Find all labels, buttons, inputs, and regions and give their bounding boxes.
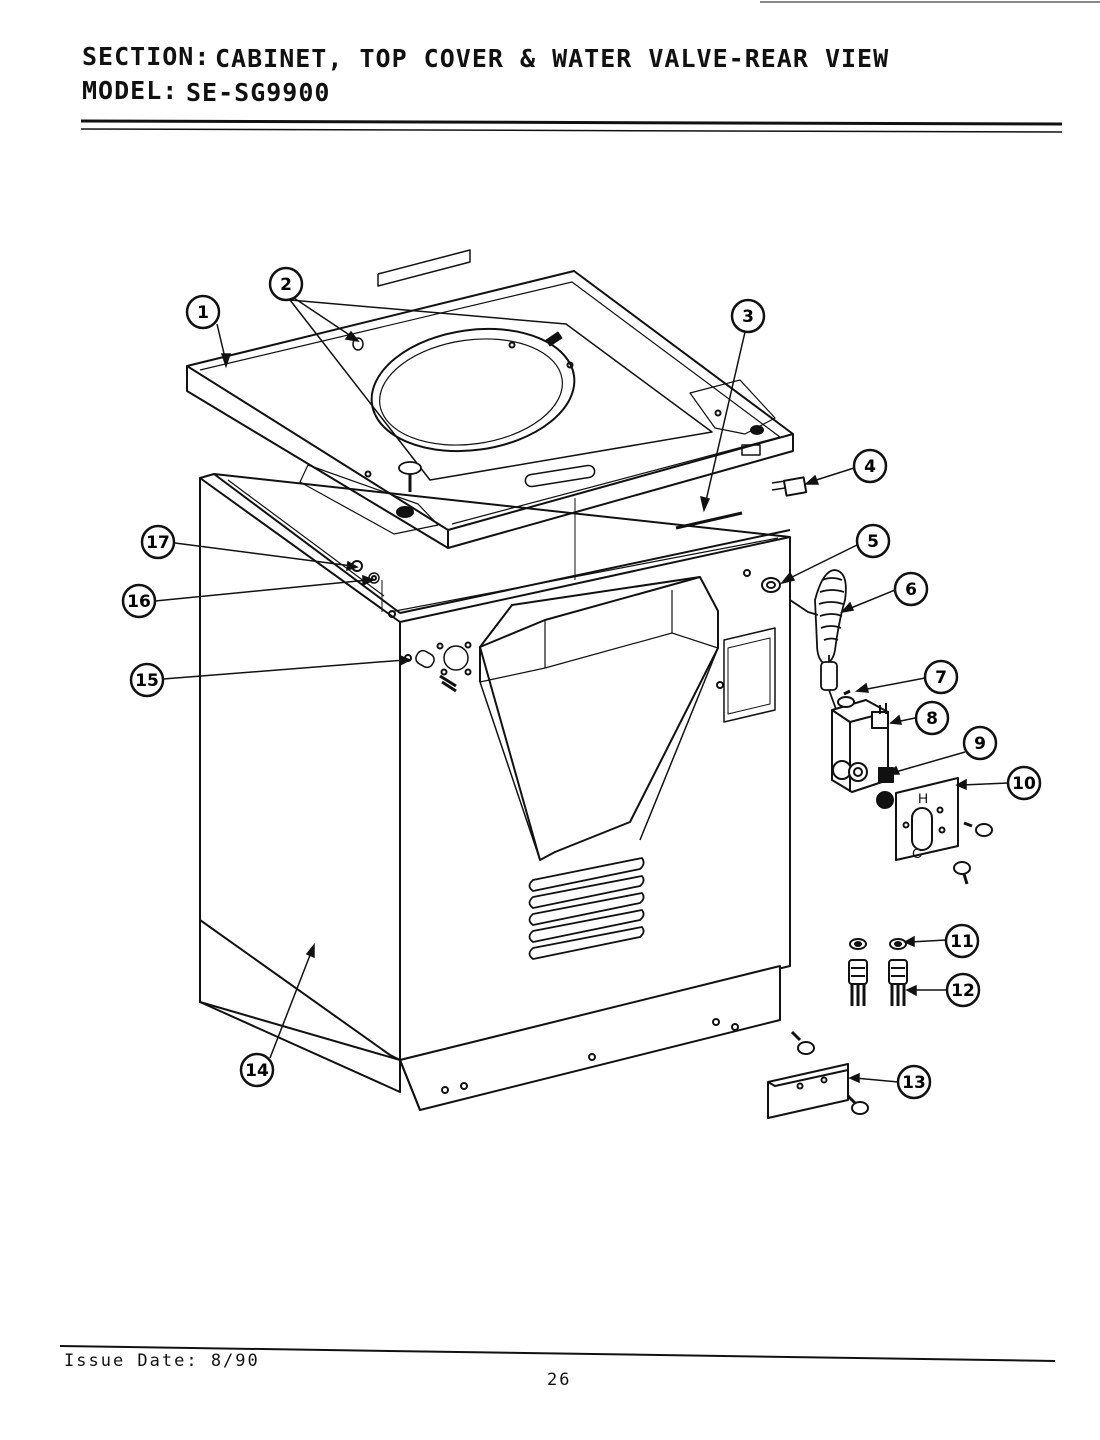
cold-label: C: [912, 845, 922, 861]
callout-14: 14: [239, 1052, 275, 1088]
model-label: MODEL:: [82, 76, 179, 105]
power-cord: [789, 569, 847, 721]
wire-clip: [675, 511, 743, 530]
svg-text:14: 14: [245, 1061, 269, 1081]
section-label: SECTION:: [82, 42, 211, 71]
svg-text:2: 2: [280, 275, 292, 295]
water-valve: [831, 689, 894, 809]
svg-text:8: 8: [926, 709, 938, 729]
callout-5: 5: [855, 523, 891, 559]
svg-text:13: 13: [902, 1073, 926, 1093]
header-rules: [80, 1, 1100, 133]
callout-2: 2: [268, 266, 304, 302]
page-number: 26: [547, 1370, 572, 1390]
cabinet: [199, 473, 791, 1111]
hose-couplings: [848, 959, 908, 1006]
svg-text:4: 4: [864, 457, 876, 477]
issue-date: Issue Date: 8/90: [64, 1351, 260, 1371]
callout-8: 8: [914, 700, 950, 736]
callout-12: 12: [945, 972, 981, 1008]
svg-text:5: 5: [867, 532, 879, 552]
callout-15: 15: [129, 662, 165, 698]
callout-10: 10: [1006, 765, 1042, 801]
model-value: SE-SG9900: [186, 78, 331, 107]
footer-rule: [59, 1345, 1056, 1362]
svg-text:1: 1: [197, 303, 209, 323]
callout-13: 13: [896, 1064, 932, 1100]
svg-text:6: 6: [905, 580, 917, 600]
callout-bubbles: 1 2 3 4 5 6 7 8 9 10 11 12 13 14 15 16 1…: [121, 266, 1042, 1100]
section-title: CABINET, TOP COVER & WATER VALVE-REAR VI…: [215, 44, 890, 73]
screws: [790, 821, 993, 1115]
svg-text:12: 12: [951, 981, 975, 1001]
callout-3: 3: [730, 298, 766, 334]
svg-text:9: 9: [974, 734, 986, 754]
callout-6: 6: [893, 571, 929, 607]
svg-text:10: 10: [1012, 774, 1036, 794]
hose-washers: [849, 938, 907, 950]
svg-text:3: 3: [742, 307, 754, 327]
leader-lines: [154, 297, 1009, 1084]
callout-17: 17: [140, 524, 176, 560]
hot-label: H: [918, 790, 928, 806]
callout-1: 1: [185, 294, 221, 330]
terminal-block: [771, 476, 808, 497]
svg-text:11: 11: [950, 932, 974, 952]
callout-16: 16: [121, 583, 157, 619]
top-cover: [186, 249, 794, 549]
svg-text:15: 15: [135, 671, 159, 691]
vent-louvers: [528, 857, 645, 960]
svg-text:7: 7: [935, 668, 947, 688]
callout-9: 9: [962, 725, 998, 761]
svg-text:16: 16: [127, 592, 151, 612]
svg-text:17: 17: [146, 533, 170, 553]
mounting-plate: H C: [895, 777, 959, 861]
mounting-bracket: [767, 1063, 849, 1119]
callout-4: 4: [852, 448, 888, 484]
callout-11: 11: [944, 923, 980, 959]
callout-7: 7: [923, 659, 959, 695]
